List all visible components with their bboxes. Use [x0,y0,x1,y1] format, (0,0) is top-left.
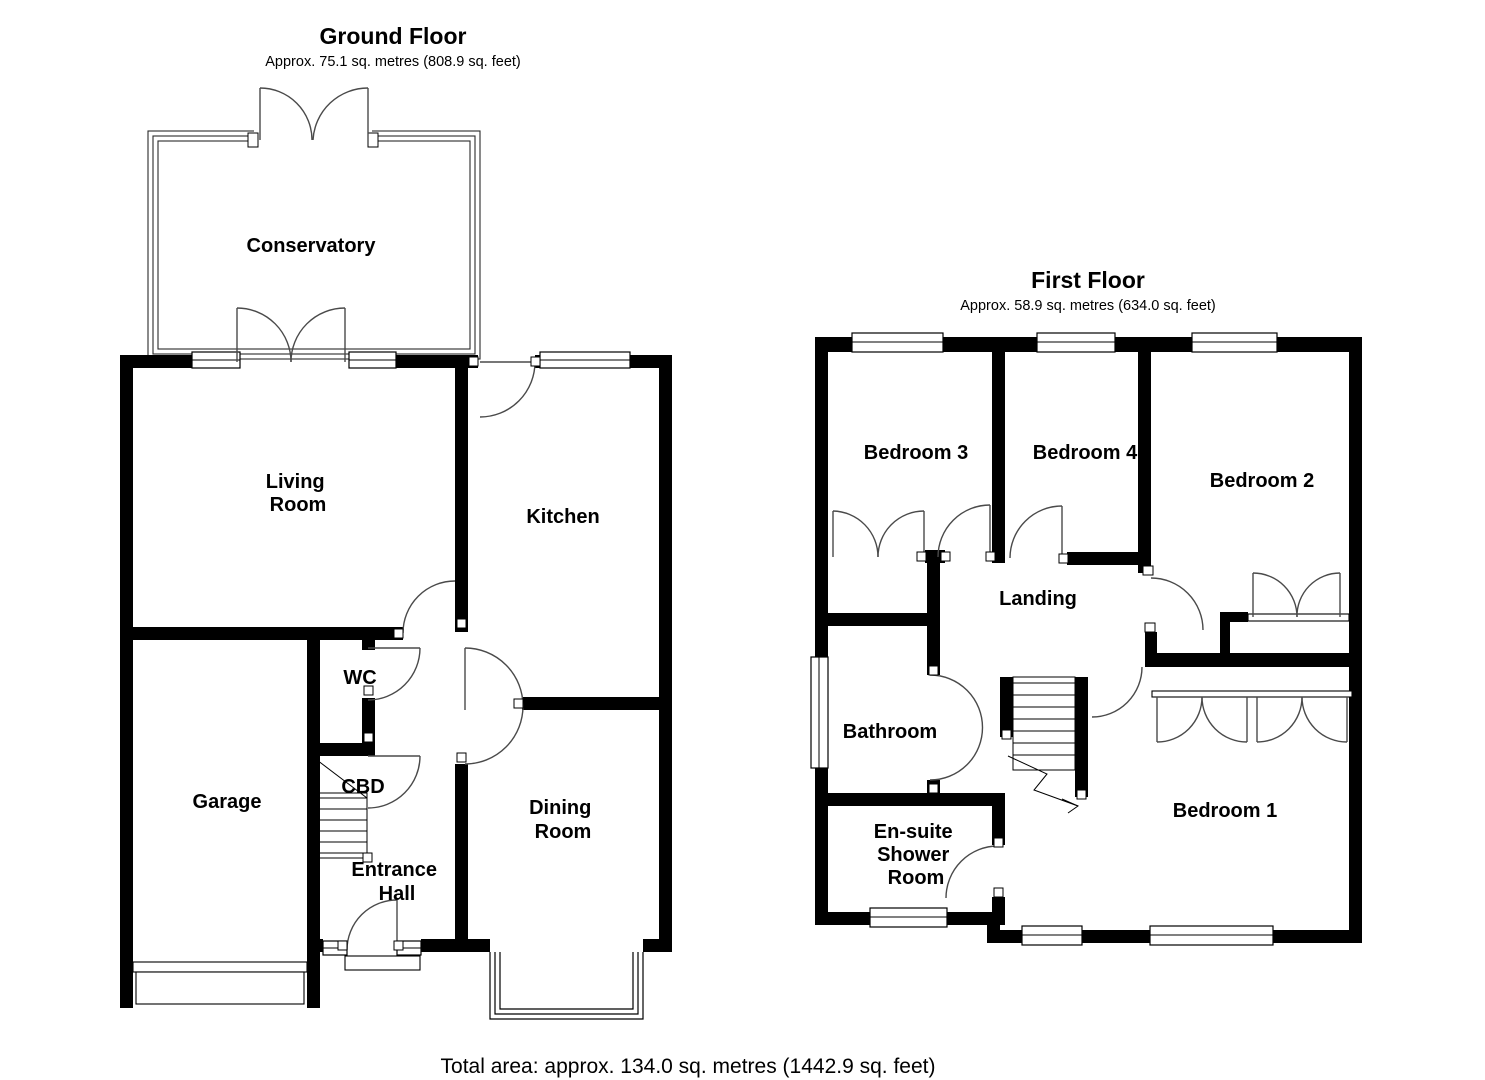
ground-floor-area: Approx. 75.1 sq. metres (808.9 sq. feet) [265,54,521,70]
total-area-text: Total area: approx. 134.0 sq. metres (14… [441,1055,936,1078]
bedroom1-door [1091,666,1143,718]
bedroom1-wardrobe-front [1151,690,1353,698]
stairs-break-line [1007,755,1079,807]
ground-floor-doors [236,87,536,951]
stairs-direction-arrow [1061,798,1080,814]
conservatory-exterior-french-doors [259,87,369,141]
room-label-bedroom3: Bedroom 3 [864,442,968,464]
dining-bay-window [489,952,644,1020]
bedroom2-wardrobe-doors [1252,572,1341,618]
room-label-conservatory: Conservatory [247,235,377,257]
room-label-bedroom1: Bedroom 1 [1173,800,1277,822]
kitchen-back-door [479,361,536,418]
room-label-ensuite: En-suite Shower Room [874,821,958,889]
first-floor-stairs [1007,676,1080,814]
ground-floor-walls [120,355,672,1008]
first-floor-title: First Floor [1031,267,1145,293]
bathroom-window [810,656,829,769]
room-label-landing: Landing [999,588,1077,610]
bedroom2-door [1150,577,1204,631]
bedroom4-door [1009,505,1063,559]
living-room-door [402,580,456,634]
ground-floor-door-jambs [337,356,541,951]
room-label-kitchen: Kitchen [526,506,599,528]
porch-step [344,955,421,971]
bathroom-door [929,674,984,781]
front-door [346,899,398,951]
garage-door [132,961,308,1005]
living-room-window-left [191,351,241,369]
bedroom2-window [1191,332,1278,353]
kitchen-window [539,351,631,369]
bedroom1-wardrobe-doors [1156,696,1348,743]
room-label-garage: Garage [193,791,262,813]
bedroom3-window [851,332,944,353]
ground-floor-title: Ground Floor [320,23,467,49]
room-label-bedroom4: Bedroom 4 [1033,442,1138,464]
first-floor-area: Approx. 58.9 sq. metres (634.0 sq. feet) [960,298,1216,314]
living-room-window-right [348,351,397,369]
first-floor-walls [815,337,1362,943]
wc-door [367,647,421,701]
bedroom3-wardrobe-doors [832,510,925,558]
room-label-bedroom2: Bedroom 2 [1210,470,1314,492]
bedroom1-window-left [1021,925,1083,946]
first-floor-door-jambs [916,551,1156,898]
ground-floor-plan: Ground Floor Approx. 75.1 sq. metres (80… [120,23,672,1020]
first-floor-doors [832,504,1348,899]
conservatory-living-french-doors [236,307,346,363]
room-label-dining-room: Dining Room [529,797,597,843]
ensuite-door [945,845,999,899]
bedroom3-door [937,504,991,558]
bedroom2-wardrobe-front [1247,613,1350,622]
ground-floor-stairs [312,756,373,863]
first-floor-plan: First Floor Approx. 58.9 sq. metres (634… [810,267,1362,946]
first-floor-windows [810,332,1278,946]
room-label-entrance-hall: Entrance Hall [351,859,442,905]
cbd-door [367,755,421,809]
bedroom4-window [1036,332,1116,353]
room-label-wc: WC [343,667,376,689]
room-label-cbd: CBD [341,776,384,798]
ensuite-window [869,907,948,928]
bedroom1-window-right [1149,925,1274,946]
room-label-bathroom: Bathroom [843,721,937,743]
room-label-living-room: Living Room [266,471,330,516]
